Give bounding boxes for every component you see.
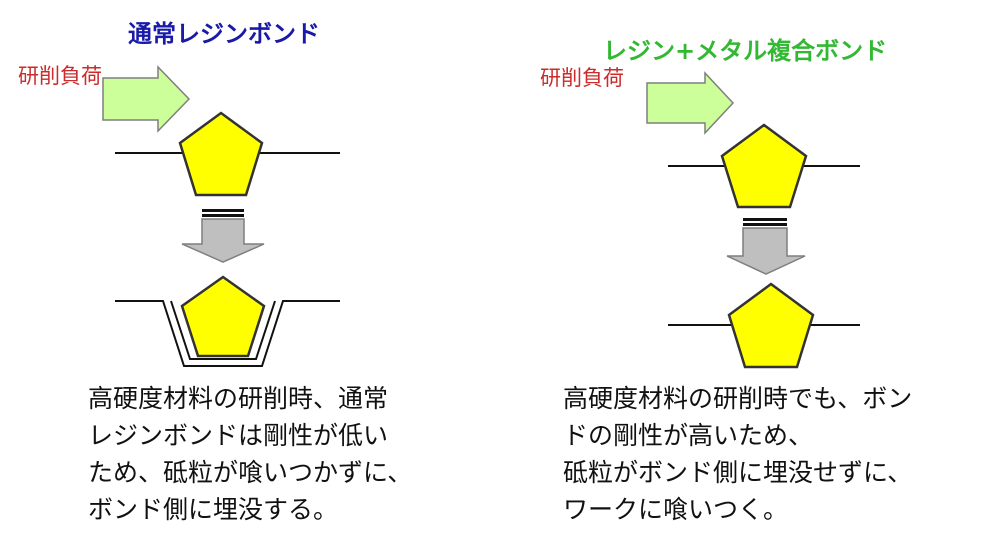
left-description-line: ため、砥粒が喰いつかずに、 xyxy=(88,458,413,487)
right-description: 高硬度材料の研削時でも、ボン ドの剛性が高いため、 砥粒がボンド側に埋没せずに、… xyxy=(563,380,912,528)
right-description-line: ワークに喰いつく。 xyxy=(563,495,789,524)
right-grain-before xyxy=(720,123,808,209)
right-grain-after xyxy=(727,282,815,369)
left-description-line: レジンボンドは剛性が低い xyxy=(88,421,389,450)
right-down-arrow xyxy=(726,218,806,275)
right-load-label: 研削負荷 xyxy=(540,66,624,90)
left-panel-title: 通常レジンボンド xyxy=(128,20,320,48)
right-load-arrow xyxy=(646,71,735,135)
right-description-line: 砥粒がボンド側に埋没せずに、 xyxy=(563,458,913,487)
right-description-line: ドの剛性が高いため、 xyxy=(563,421,814,450)
left-grain-after xyxy=(180,275,266,358)
left-load-label: 研削負荷 xyxy=(18,64,102,88)
right-before-state xyxy=(646,71,860,209)
right-after-state xyxy=(668,282,860,369)
left-load-arrow xyxy=(102,65,191,133)
left-description: 高硬度材料の研削時、通常 レジンボンドは剛性が低い ため、砥粒が喰いつかずに、 … xyxy=(88,380,412,528)
left-description-line: ボンド側に埋没する。 xyxy=(88,495,339,524)
left-description-line: 高硬度材料の研削時、通常 xyxy=(88,384,389,413)
right-panel-title: レジン+メタル複合ボンド xyxy=(603,37,888,65)
left-before-state xyxy=(102,65,340,197)
left-bond-dip-inner xyxy=(170,300,276,360)
left-down-arrow xyxy=(181,209,265,263)
left-bond-dip-outer xyxy=(115,300,340,367)
left-after-state xyxy=(115,275,340,367)
right-description-line: 高硬度材料の研削時でも、ボン xyxy=(563,384,913,413)
left-grain-before xyxy=(178,111,264,197)
